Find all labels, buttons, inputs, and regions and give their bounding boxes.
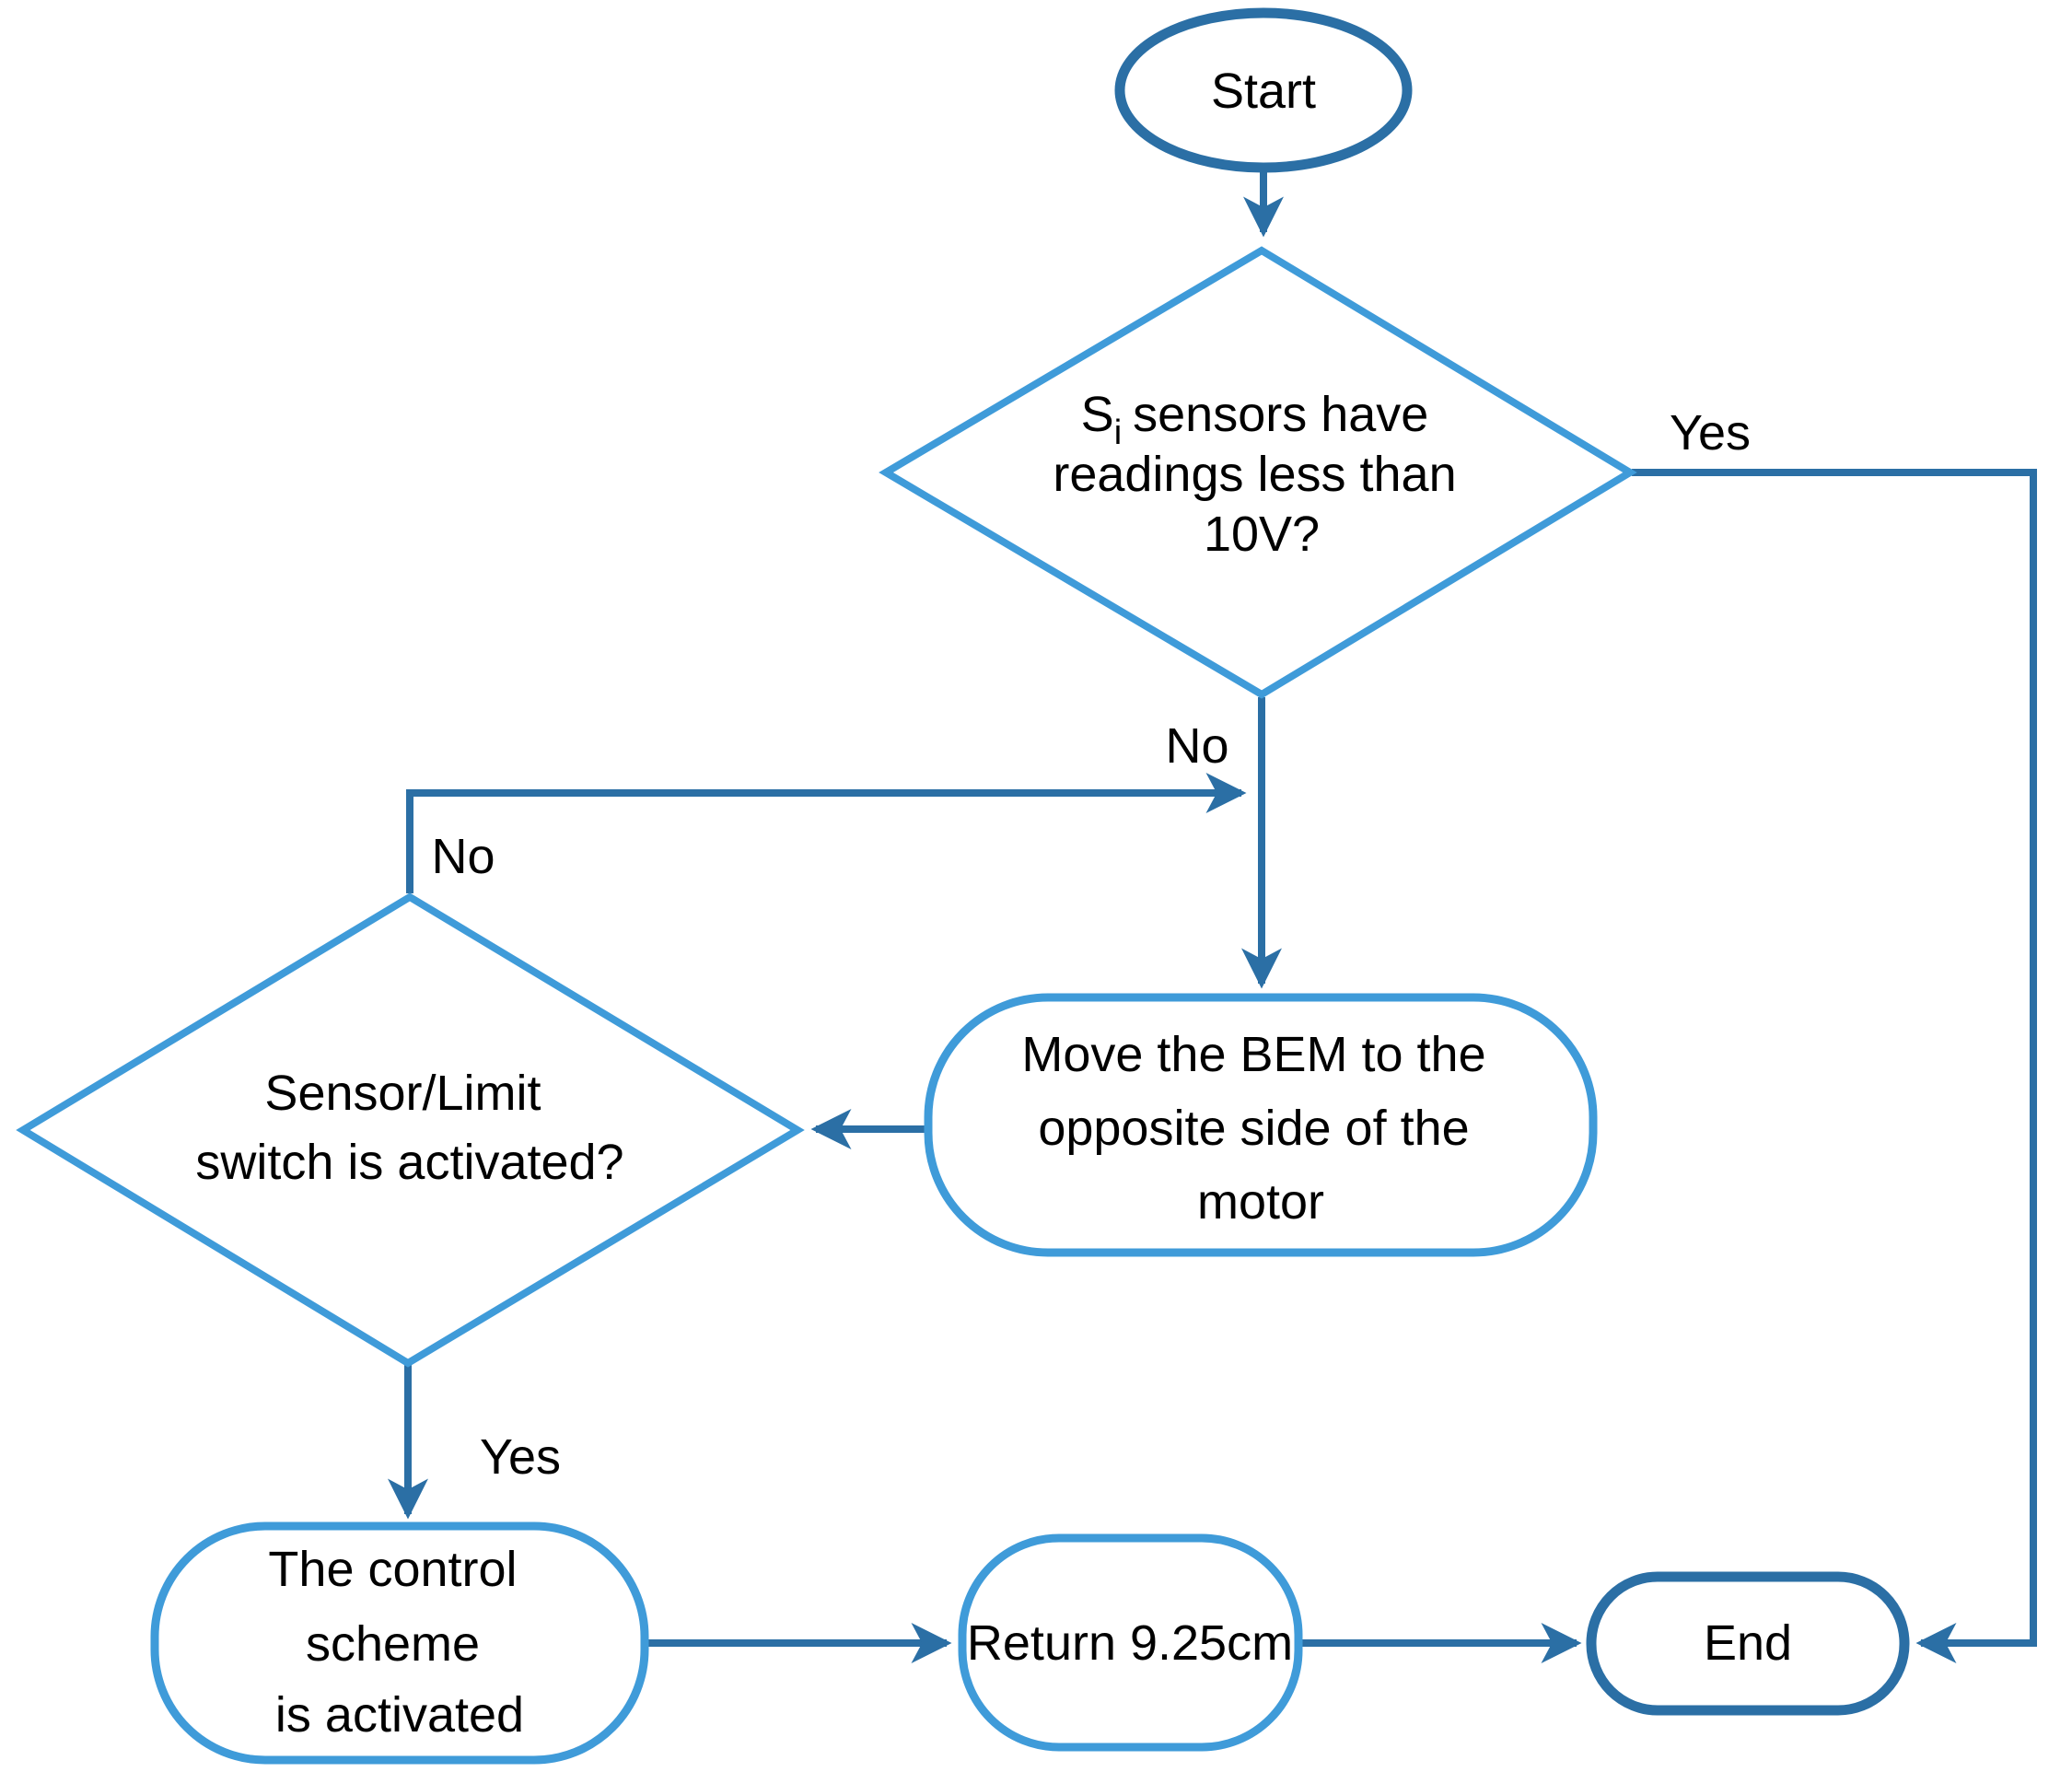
decision-switch-label: Sensor/Limit switch is activated? [195,1066,623,1190]
end-terminal-shape [1586,1571,1910,1716]
control-scheme-shape [150,1521,649,1765]
decision-sensors-shape [879,246,1637,699]
edge-decision1-yes-to-end [1632,469,2037,1663]
label-decision1-yes: Yes [1670,405,1751,460]
label-decision2-yes: Yes [480,1429,561,1485]
node-return: Return 9.25cm [958,1533,1303,1752]
end-label: End [1704,1615,1792,1671]
move-bem-label: Move the BEM to the opposite side of the… [1021,1027,1499,1230]
start-label: Start [1211,64,1316,119]
move-bem-shape [924,993,1598,1257]
label-decision1-no: No [1165,718,1228,774]
edge-decision2-no-loop [406,773,1247,893]
node-move-bem: Move the BEM to the opposite side of the… [924,993,1598,1257]
return-shape [958,1533,1303,1752]
node-start: Start [1114,7,1413,173]
node-end: End [1586,1571,1910,1716]
node-control-scheme: The control scheme is activated [150,1521,649,1765]
decision-switch-shape [16,892,805,1368]
connector-group [388,169,2037,1663]
return-label: Return 9.25cm [967,1615,1293,1671]
node-decision-switch: Sensor/Limit switch is activated? [16,892,805,1368]
start-terminal-shape [1114,7,1413,173]
control-scheme-label: The control scheme is activated [268,1542,530,1743]
label-decision2-no: No [431,829,495,884]
edge-label-group: Yes No No Yes [431,405,1751,1485]
